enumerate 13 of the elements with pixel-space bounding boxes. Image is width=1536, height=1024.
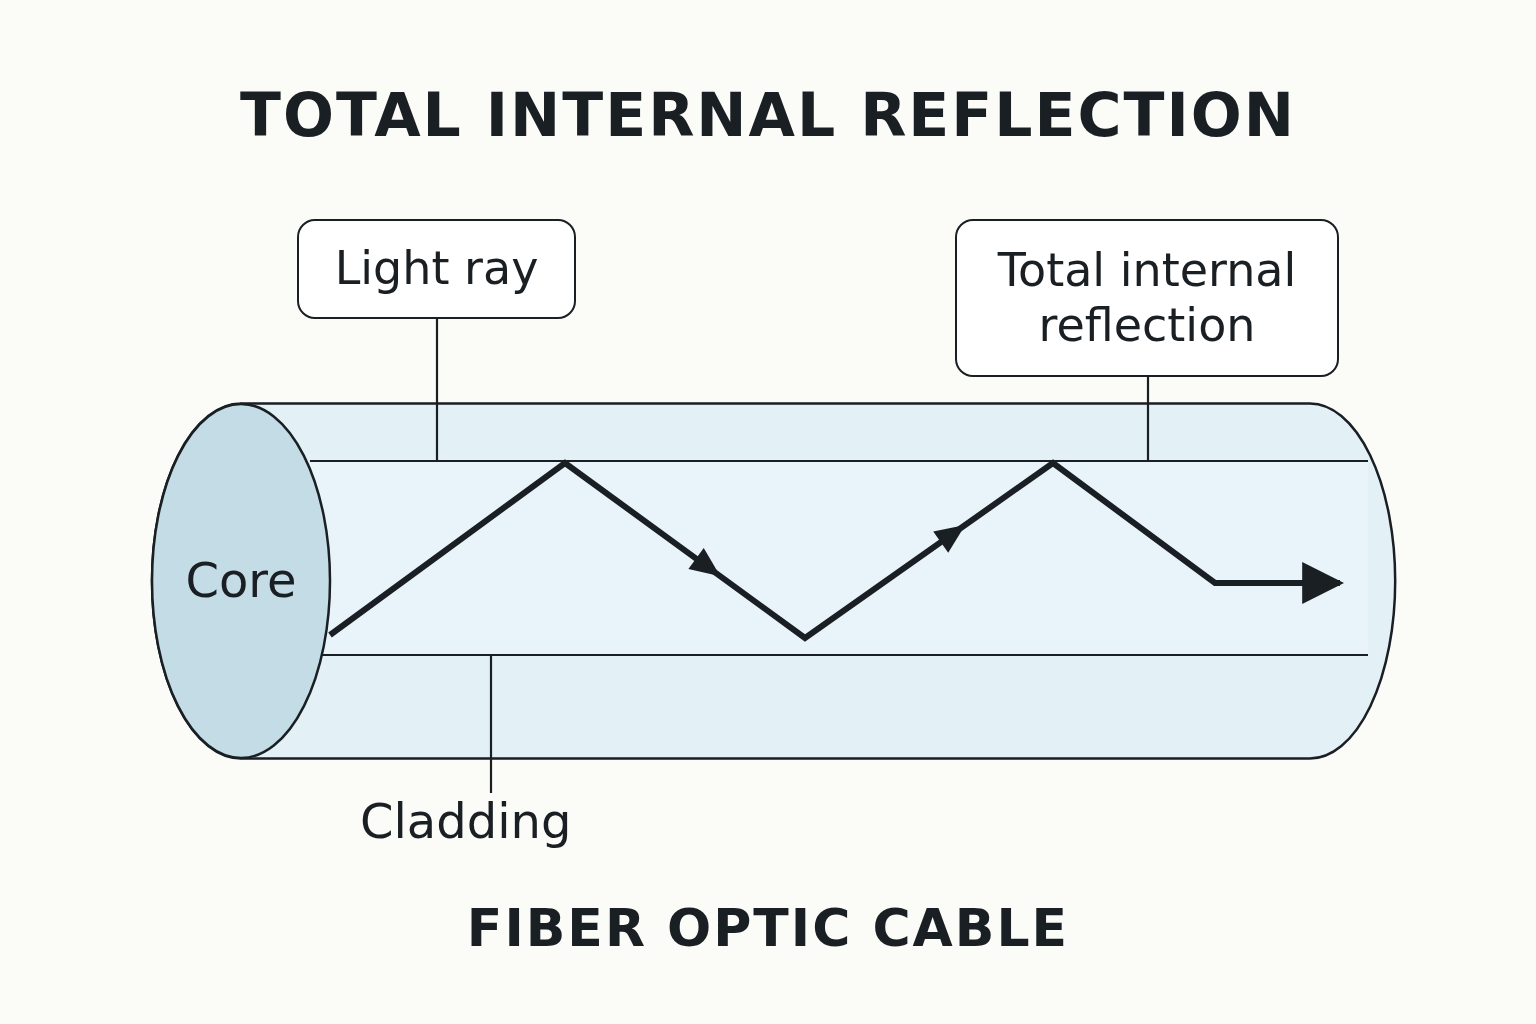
callout-text: Total internal reflection bbox=[996, 242, 1298, 354]
title: TOTAL INTERNAL REFLECTION bbox=[239, 80, 1297, 150]
callout-box bbox=[955, 219, 1339, 377]
callout-box bbox=[297, 219, 576, 319]
core-label: Core bbox=[185, 552, 297, 610]
cable-end-face bbox=[150, 402, 332, 760]
leader-line bbox=[1146, 377, 1150, 460]
callout-text: Light ray bbox=[334, 241, 539, 297]
leader-line bbox=[435, 319, 439, 460]
part-label: Cladding bbox=[360, 793, 572, 851]
fiber-cable-drawing bbox=[150, 402, 1398, 760]
leader-line bbox=[489, 656, 493, 793]
caption: FIBER OPTIC CABLE bbox=[466, 898, 1070, 958]
